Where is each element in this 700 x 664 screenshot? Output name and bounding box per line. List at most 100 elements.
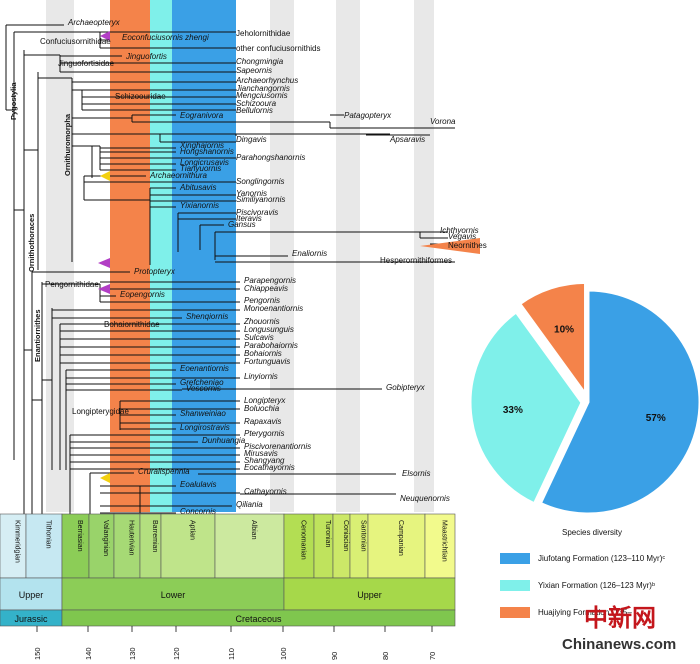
stage-label: Santonian — [360, 520, 367, 552]
epoch-label: Lower — [161, 590, 186, 600]
taxon-label: Archaeornithura — [149, 171, 207, 180]
axis-tick-label: 120 — [172, 647, 181, 660]
legend-label: Huajiying Formation (135– — [538, 607, 632, 617]
taxon-label: Enaliornis — [292, 249, 327, 258]
taxon-label: Rapaxavis — [244, 417, 281, 426]
taxon-label: other confuciusornithids — [236, 44, 321, 53]
taxon-label: Jeholornithidae — [236, 29, 291, 38]
stage-label: Cenomanian — [300, 520, 307, 560]
epoch-label: Upper — [19, 590, 44, 600]
taxon-label: Iteravis — [236, 214, 262, 223]
stage-cell — [61, 513, 90, 579]
species-diversity-pie: 57% 33% 10% — [468, 280, 700, 516]
taxon-label: Dingavis — [236, 135, 267, 144]
taxon-label: Elsornis — [402, 469, 430, 478]
taxon-label: Bellulornis — [236, 106, 273, 115]
magenta-arrow-marker — [98, 284, 110, 294]
stage-cell — [160, 513, 216, 579]
taxon-label: Piscivorenantiornis — [244, 442, 311, 451]
stage-cell — [88, 513, 115, 579]
taxon-label: Longicrusavis — [180, 158, 229, 167]
taxon-label: Boluochia — [244, 404, 280, 413]
taxon-label: Vescornis — [186, 384, 221, 393]
epoch-cell — [61, 577, 285, 611]
taxon-label: Chiappeavis — [244, 284, 288, 293]
yellow-arrow-marker — [100, 473, 110, 483]
stage-cell — [214, 513, 285, 579]
taxon-label: Shangyang — [244, 456, 285, 465]
taxon-label: Eocathayornis — [244, 463, 295, 472]
axis-tick-label: 70 — [428, 652, 437, 660]
legend-swatch — [500, 579, 530, 591]
pie-slice-label: 57% — [646, 413, 666, 424]
stage-label: Barremian — [151, 520, 158, 552]
pie-slice — [538, 288, 700, 516]
taxon-label: Cathayornis — [244, 487, 287, 496]
stage-cell — [25, 513, 63, 579]
taxon-label: Qiliania — [236, 500, 263, 509]
taxon-labels: ArchaeopteryxJeholornithidaeEoconfuciuso… — [67, 18, 487, 516]
legend-swatch — [500, 552, 530, 564]
taxon-label: Mengciusornis — [236, 91, 288, 100]
taxon-label: Apsaravis — [389, 135, 425, 144]
stage-label: Campanian — [397, 520, 404, 556]
taxon-label: Longusunguis — [244, 325, 294, 334]
clade-label-jinguofortisidae: Jinguofortisidae — [58, 59, 115, 68]
clade-label-pengornithidae: Pengornithidae — [45, 280, 99, 289]
epoch-label: Upper — [357, 590, 382, 600]
taxon-label: Parabohaiornis — [244, 341, 298, 350]
taxon-label: Jinguofortis — [125, 52, 167, 61]
period-cell — [61, 609, 456, 627]
clade-label-pygostylia: Pygostylia — [9, 82, 18, 120]
stage-label: Hauterivian — [128, 520, 135, 556]
period-label: Cretaceous — [235, 614, 282, 624]
pie-slice-label: 10% — [554, 324, 574, 335]
axis-tick-label: 110 — [227, 648, 236, 660]
taxon-label: Sulcavis — [244, 333, 274, 342]
pie-slice-label: 33% — [503, 405, 523, 416]
taxon-label: Grefcheniao — [180, 378, 224, 387]
stage-label: Turonian — [324, 520, 331, 547]
stage-label: Maastrichtian — [441, 520, 448, 562]
taxon-label: Shenqiornis — [186, 312, 228, 321]
pie-title: Species diversity — [562, 528, 623, 537]
axis-tick-label: 80 — [381, 652, 390, 660]
taxon-label: Pengornis — [244, 296, 280, 305]
stage-label: Berriasian — [76, 520, 83, 552]
taxon-label: Abitusavis — [179, 183, 216, 192]
epoch-cell — [0, 577, 63, 611]
taxon-label: Archaeorhynchus — [235, 76, 298, 85]
taxon-label: Neuquenornis — [400, 494, 450, 503]
taxon-label: Zhouornis — [243, 317, 280, 326]
taxon-label: Similiyanornis — [236, 195, 285, 204]
taxon-label: Yixianornis — [180, 201, 219, 210]
pie-slice — [468, 309, 584, 506]
stage-cell — [283, 513, 315, 579]
clade-label-ornithuromorpha: Ornithuromorpha — [63, 113, 72, 176]
taxon-label: Parapengornis — [244, 276, 296, 285]
clade-label-ornithothoraces: Ornithothoraces — [27, 214, 36, 272]
epoch-cell — [283, 577, 456, 611]
taxon-label: Linyiornis — [244, 372, 278, 381]
taxon-label: Jianchangornis — [235, 84, 290, 93]
stage-cell — [367, 513, 426, 579]
time-stripe — [336, 0, 360, 512]
taxon-label: Archaeopteryx — [67, 18, 121, 27]
clade-label-confuciusornithidae: Confuciusornithidae — [40, 37, 111, 46]
taxon-label: Yanornis — [236, 189, 267, 198]
axis-tick-label: 130 — [128, 647, 137, 660]
taxon-label: Fortunguavis — [244, 357, 290, 366]
taxon-label: Bohaiornis — [244, 349, 282, 358]
taxon-label: Concornis — [180, 507, 216, 516]
taxon-label: Ichthyornis — [440, 226, 479, 235]
huajiying-band — [110, 0, 150, 512]
stage-label: Aptian — [189, 520, 196, 540]
stage-label: Tithonian — [45, 520, 52, 549]
stage-cell — [424, 513, 456, 579]
taxon-label: Schizooura — [236, 99, 277, 108]
watermark-text: Chinanews.com — [562, 636, 677, 653]
taxon-label: Tianyuornis — [180, 164, 221, 173]
stage-label: Kimmeridgian — [14, 520, 21, 563]
